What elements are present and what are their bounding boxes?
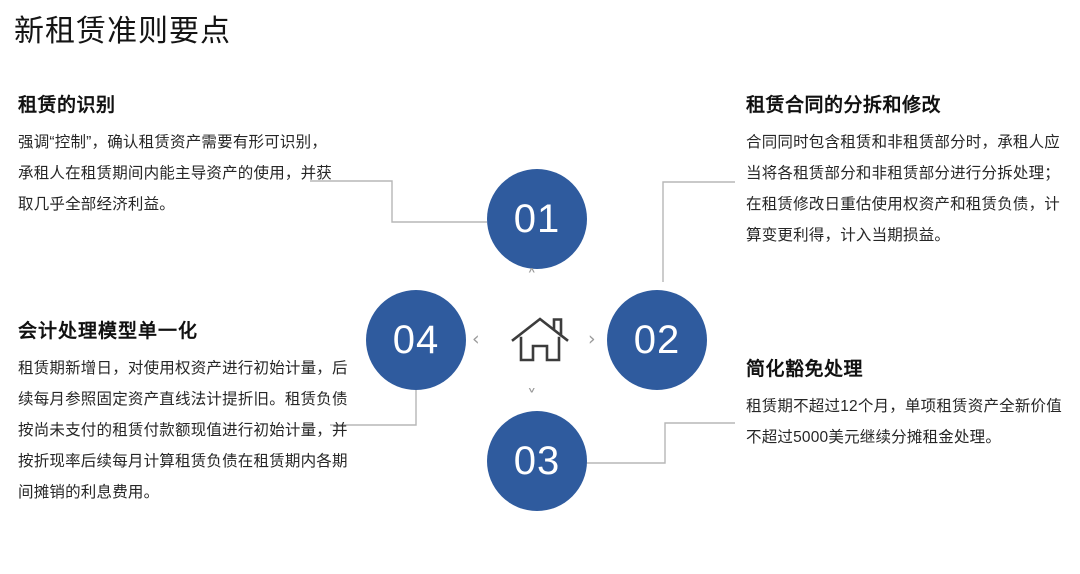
text-block-separation: 租赁合同的分拆和修改 合同同时包含租赁和非租赁部分时，承租人应当将各租赁部分和非…	[746, 90, 1068, 251]
diagram-node-03[interactable]: 03	[487, 411, 587, 511]
connector-line-01	[310, 180, 487, 223]
chevron-right-icon[interactable]: ›	[588, 328, 596, 350]
diagram-node-04-label: 04	[392, 317, 440, 362]
connector-line-03	[586, 422, 735, 464]
chevron-down-icon[interactable]: ˅	[527, 386, 537, 408]
text-block-exemption: 简化豁免处理 租赁期不超过12个月，单项租赁资产全新价值不超过5000美元继续分…	[746, 354, 1068, 453]
text-block-exemption-heading: 简化豁免处理	[746, 359, 864, 380]
text-block-single-model: 会计处理模型单一化 租赁期新增日，对使用权资产进行初始计量，后续每月参照固定资产…	[18, 316, 348, 508]
chevron-up-icon[interactable]: ˄	[527, 266, 537, 288]
page-title: 新租赁准则要点	[14, 15, 231, 48]
home-icon[interactable]	[509, 312, 571, 370]
text-block-separation-body: 合同同时包含租赁和非租赁部分时，承租人应当将各租赁部分和非租赁部分进行分拆处理；…	[746, 134, 1061, 244]
text-block-recognition: 租赁的识别 强调“控制”，确认租赁资产需要有形可识别，承租人在租赁期间内能主导资…	[18, 90, 338, 220]
text-block-separation-heading: 租赁合同的分拆和修改	[746, 95, 942, 116]
text-block-single-model-body: 租赁期新增日，对使用权资产进行初始计量，后续每月参照固定资产直线法计提折旧。租赁…	[18, 360, 348, 501]
diagram-node-02[interactable]: 02	[607, 290, 707, 390]
diagram-node-01[interactable]: 01	[487, 169, 587, 269]
diagram-node-03-label: 03	[513, 438, 561, 483]
diagram-node-01-label: 01	[513, 196, 561, 241]
diagram-node-02-label: 02	[633, 317, 681, 362]
chevron-left-icon[interactable]: ‹	[472, 328, 480, 350]
text-block-exemption-body: 租赁期不超过12个月，单项租赁资产全新价值不超过5000美元继续分摊租金处理。	[746, 398, 1062, 446]
text-block-recognition-heading: 租赁的识别	[18, 95, 116, 116]
text-block-single-model-heading: 会计处理模型单一化	[18, 321, 199, 342]
text-block-recognition-body: 强调“控制”，确认租赁资产需要有形可识别，承租人在租赁期间内能主导资产的使用，并…	[18, 134, 333, 213]
diagram-node-04[interactable]: 04	[366, 290, 466, 390]
connector-line-02	[662, 181, 735, 282]
connector-line-04	[330, 386, 417, 426]
